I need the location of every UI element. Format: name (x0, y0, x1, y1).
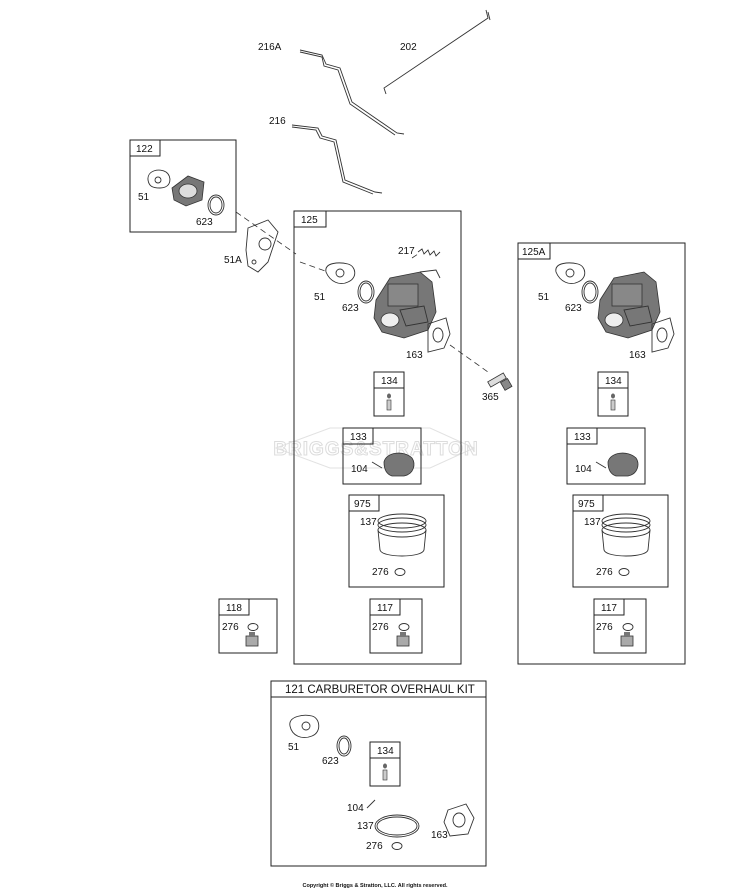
box-125-label-623: 623 (342, 303, 359, 314)
box-125-label-276b: 276 (372, 622, 389, 633)
box-125A-133 (566, 427, 646, 485)
box-125-label-104: 104 (351, 464, 368, 475)
spring-217 (417, 248, 441, 257)
kit-label-623: 623 (322, 756, 339, 767)
pin-104-box125A (595, 461, 607, 469)
kit-label-276: 276 (366, 841, 383, 852)
box-125A-975-title: 975 (578, 499, 595, 510)
part-216-rod (291, 124, 383, 195)
box-125-title: 125 (301, 215, 318, 226)
callout-365: 365 (482, 392, 499, 403)
box-125-975 (348, 494, 445, 588)
gasket-51A (245, 219, 279, 273)
box-125-133-title: 133 (350, 432, 367, 443)
box-125A-label-137: 137 (584, 517, 601, 528)
box-125-label-276a: 276 (372, 567, 389, 578)
callout-51A: 51A (224, 255, 242, 266)
callout-216: 216 (269, 116, 286, 127)
kit-gasket-163 (443, 803, 475, 837)
callout-216A: 216A (258, 42, 282, 53)
kit-gasket-137 (374, 814, 420, 838)
washer-276-box125 (394, 568, 406, 576)
box-121-overhaul-kit (270, 680, 487, 867)
box-125-975-title: 975 (354, 499, 371, 510)
kit-gasket-51 (289, 714, 320, 738)
box-125A-975 (572, 494, 669, 588)
box-125A-label-104: 104 (575, 464, 592, 475)
box-125A-134-title: 134 (605, 376, 622, 387)
gasket-163-box125A (651, 317, 675, 353)
box-122-label-623: 623 (196, 217, 213, 228)
washer-276-box125A (618, 568, 630, 576)
box-122 (129, 139, 237, 233)
gasket-51 (147, 169, 171, 189)
box-125-label-51: 51 (314, 292, 326, 303)
box-118-label-276: 276 (222, 622, 239, 633)
bolt-117-box125 (396, 632, 410, 647)
needle-134-box125 (386, 393, 392, 411)
bolt-118 (245, 632, 259, 647)
box-118-title: 118 (226, 603, 242, 614)
box-125A-label-51: 51 (538, 292, 550, 303)
kit-label-51: 51 (288, 742, 300, 753)
box-125A (517, 242, 686, 665)
callout-202: 202 (400, 42, 417, 53)
kit-pin-104 (366, 799, 376, 809)
box-125-label-137: 137 (360, 517, 377, 528)
copyright-notice: Copyright © Briggs & Stratton, LLC. All … (302, 883, 448, 889)
carburetor-assembly-125 (373, 269, 441, 339)
needle-134-box125A (610, 393, 616, 411)
kit-title: 121 CARBURETOR OVERHAUL KIT (285, 684, 475, 696)
carburetor-assembly-125A (597, 271, 661, 339)
box-125-134-title: 134 (381, 376, 398, 387)
kit-o-ring-623 (336, 735, 352, 757)
box-125A-title: 125A (522, 247, 546, 258)
box-125-label-217: 217 (398, 246, 415, 257)
kit-label-104: 104 (347, 803, 364, 814)
part-202-rod (383, 9, 491, 95)
o-ring-623-box125 (357, 280, 375, 304)
box-125A-label-276b: 276 (596, 622, 613, 633)
spacer-part (171, 175, 205, 207)
box-125A-133-title: 133 (574, 432, 591, 443)
box-125-133 (342, 427, 422, 485)
o-ring-623 (207, 194, 225, 216)
box-125A-label-163: 163 (629, 350, 646, 361)
box-122-label-51: 51 (138, 192, 150, 203)
part-216A-rod (299, 49, 405, 136)
box-122-title: 122 (136, 144, 153, 155)
float-133-box125A (607, 452, 639, 477)
gasket-51-box125A (555, 262, 586, 284)
float-133-box125 (383, 452, 415, 477)
box-125 (293, 210, 462, 665)
bowl-137-box125 (377, 513, 427, 557)
briggs-stratton-watermark: BRIGGS&STRATTON (273, 427, 478, 469)
kit-box-134-title: 134 (377, 746, 394, 757)
pin-104-box125 (371, 461, 383, 469)
gasket-163-box125 (427, 317, 451, 353)
gasket-51-box125 (325, 262, 356, 284)
box-125A-label-276a: 276 (596, 567, 613, 578)
o-ring-623-box125A (581, 280, 599, 304)
kit-washer-276 (391, 842, 403, 850)
watermark-text: BRIGGS&STRATTON (273, 439, 478, 460)
box-125-label-163: 163 (406, 350, 423, 361)
kit-needle-134 (382, 763, 388, 781)
bolt-117-box125A (620, 632, 634, 647)
box-125-117-title: 117 (377, 603, 393, 614)
box-125A-label-623: 623 (565, 303, 582, 314)
bowl-137-box125A (601, 513, 651, 557)
kit-label-137: 137 (357, 821, 374, 832)
kit-label-163: 163 (431, 830, 448, 841)
screw-365 (487, 372, 513, 391)
box-125A-117-title: 117 (601, 603, 617, 614)
